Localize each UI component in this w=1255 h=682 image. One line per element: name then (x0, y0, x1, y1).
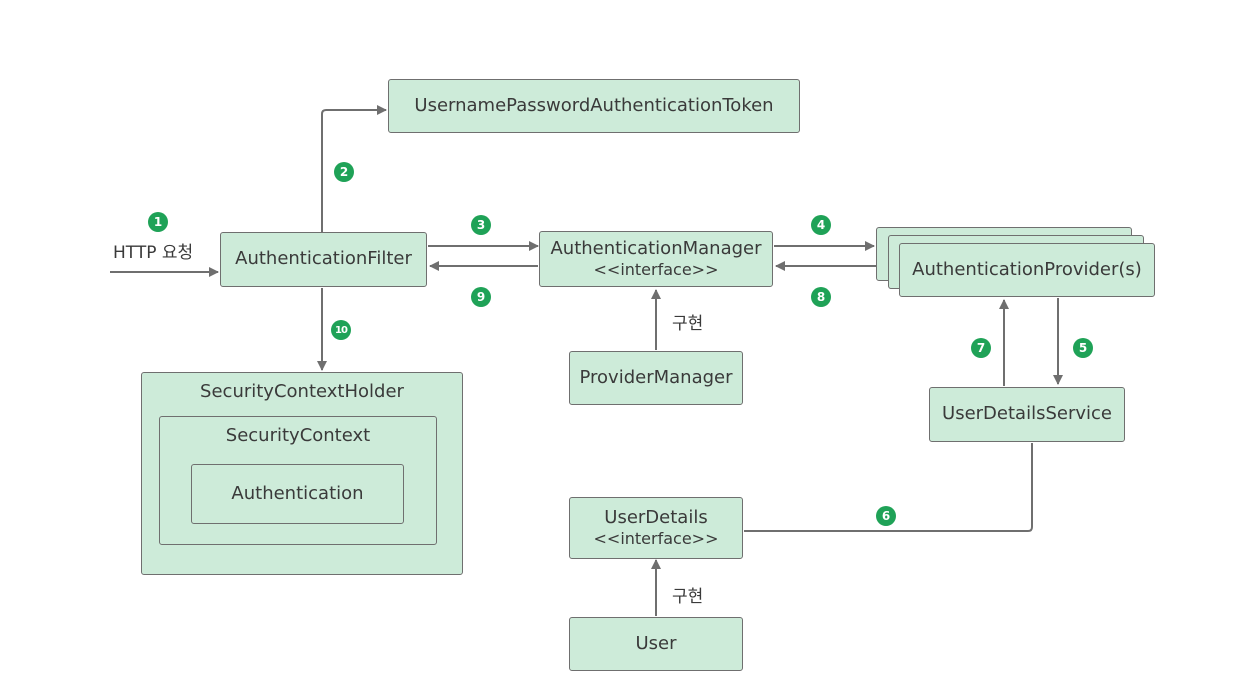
implements-label-user: 구현 (672, 587, 704, 607)
step-badge-6: 6 (876, 506, 896, 526)
node-label: Authentication (231, 482, 364, 504)
node-label-group: AuthenticationManager <<interface>> (550, 238, 761, 281)
node-authentication: Authentication (191, 464, 404, 524)
node-user-details: UserDetails <<interface>> (569, 497, 743, 559)
node-label: AuthenticationFilter (235, 248, 412, 270)
node-label: AuthenticationProvider(s) (912, 258, 1142, 280)
step-badge-7: 7 (971, 338, 991, 358)
node-stereotype: <<interface>> (593, 529, 719, 549)
node-user-details-service: UserDetailsService (929, 387, 1125, 442)
node-username-password-authentication-token: UsernamePasswordAuthenticationToken (388, 79, 800, 133)
implements-label-provider-manager: 구현 (672, 314, 704, 334)
node-label: UserDetailsService (942, 403, 1112, 425)
node-label: UsernamePasswordAuthenticationToken (414, 94, 774, 116)
node-label: SecurityContextHolder (200, 381, 404, 402)
step-badge-5: 5 (1073, 338, 1093, 358)
arrow-step-2 (321, 105, 387, 232)
node-authentication-manager: AuthenticationManager <<interface>> (539, 231, 773, 287)
node-label: AuthenticationManager (550, 237, 762, 259)
step-badge-10: 10 (331, 320, 351, 340)
node-label: SecurityContext (225, 425, 371, 446)
node-label-group: UserDetails <<interface>> (594, 507, 719, 550)
node-label: ProviderManager (579, 366, 733, 388)
step-badge-2: 2 (334, 162, 354, 182)
node-authentication-provider: AuthenticationProvider(s) (899, 243, 1155, 297)
step-badge-4: 4 (811, 215, 831, 235)
step-badge-1: 1 (148, 212, 168, 232)
node-stereotype: <<interface>> (593, 260, 719, 280)
node-user: User (569, 617, 743, 671)
node-label: User (635, 632, 677, 654)
http-request-label: HTTP 요청 (113, 243, 194, 263)
step-badge-8: 8 (811, 287, 831, 307)
step-badge-3: 3 (471, 215, 491, 235)
node-provider-manager: ProviderManager (569, 351, 743, 405)
node-authentication-filter: AuthenticationFilter (220, 232, 427, 287)
node-label: UserDetails (604, 506, 708, 528)
step-badge-9: 9 (471, 287, 491, 307)
line-step-6 (744, 443, 1033, 532)
